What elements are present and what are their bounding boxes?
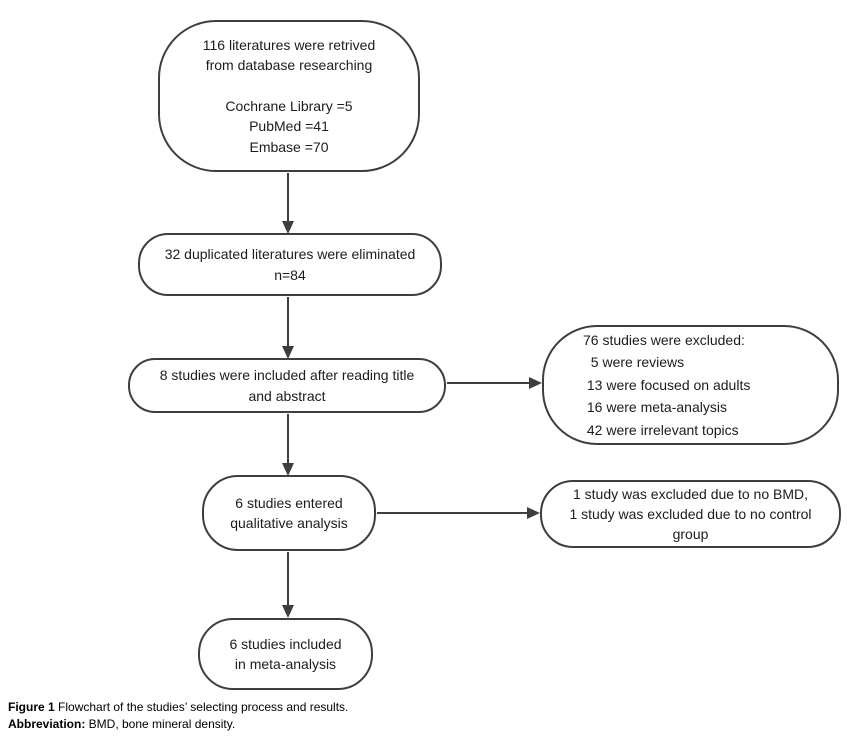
node-excluded-no-bmd-control: 1 study was excluded due to no BMD, 1 st… [540,480,841,548]
node-duplicates-eliminated: 32 duplicated literatures were eliminate… [138,233,442,296]
abbreviation-text: BMD, bone mineral density. [85,717,236,731]
arrow-qualitative-to-excluded2 [377,507,540,519]
figure-caption-line1: Figure 1 Flowchart of the studies’ selec… [8,699,348,716]
arrow-qualitative-to-included [282,552,294,618]
node-studies-excluded: 76 studies were excluded: 5 were reviews… [542,325,839,445]
node-literature-retrieved-text: 116 literatures were retrived from datab… [202,37,376,155]
node-qualitative-analysis-text: 6 studies entered qualitative analysis [230,494,348,531]
figure-caption-line2: Abbreviation: BMD, bone mineral density. [8,716,348,733]
arrow-screen-to-excluded76 [447,377,542,389]
figure-caption: Figure 1 Flowchart of the studies’ selec… [8,699,348,733]
figure-number-label: Figure 1 [8,700,55,714]
arrow-duplicates-to-screen [282,297,294,359]
node-title-abstract-screen-text: 8 studies were included after reading ti… [159,367,415,404]
arrow-screen-to-qualitative [282,414,294,476]
node-literature-retrieved: 116 literatures were retrived from datab… [158,20,420,172]
node-qualitative-analysis: 6 studies entered qualitative analysis [202,475,376,551]
arrow-retrieved-to-duplicates [282,173,294,234]
node-meta-analysis-included-text: 6 studies included in meta-analysis [229,635,342,672]
node-studies-excluded-text: 76 studies were excluded: 5 were reviews… [583,332,751,438]
node-meta-analysis-included: 6 studies included in meta-analysis [198,618,373,690]
node-excluded-no-bmd-control-text: 1 study was excluded due to no BMD, 1 st… [569,485,812,543]
figure-caption-text: Flowchart of the studies’ selecting proc… [54,700,349,714]
abbreviation-label: Abbreviation: [8,717,86,731]
node-duplicates-eliminated-text: 32 duplicated literatures were eliminate… [164,246,416,283]
node-title-abstract-screen: 8 studies were included after reading ti… [128,358,446,413]
